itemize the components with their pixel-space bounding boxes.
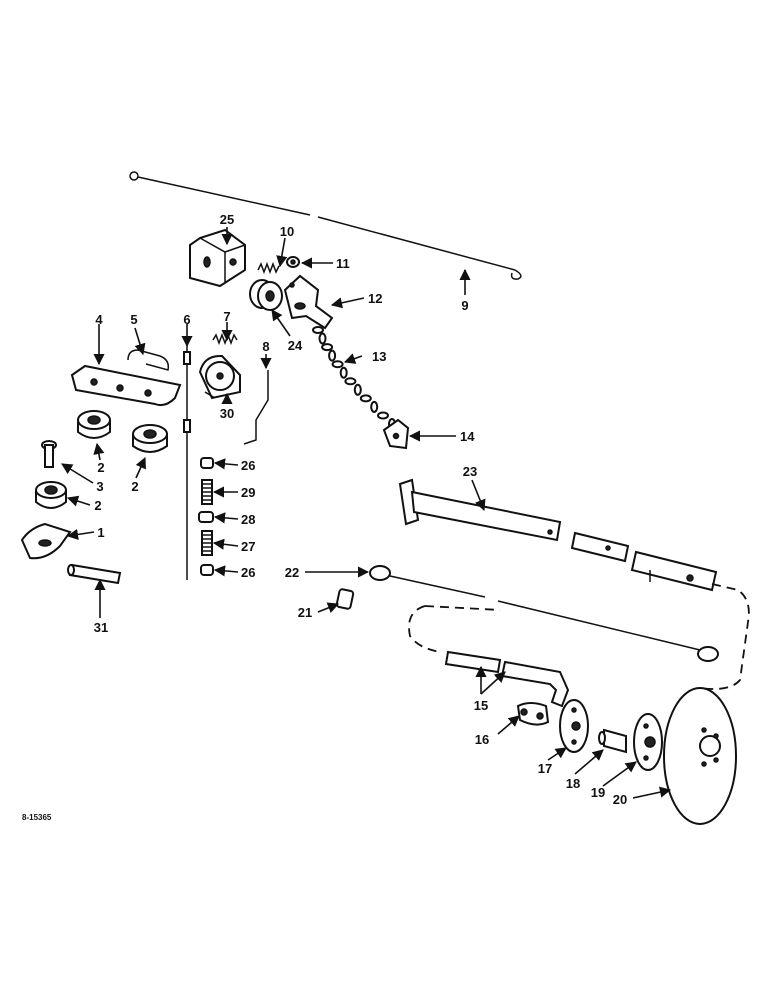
callout-22: 22 (285, 565, 299, 580)
chain-link (359, 394, 372, 403)
tube-assembly-part-23 (398, 478, 718, 592)
mounting-plate-part-4 (70, 364, 182, 407)
u-bolt-part-5 (127, 349, 170, 371)
collar-part-26-bottom (200, 564, 214, 576)
rod-part-9 (129, 171, 522, 280)
chain-link (377, 411, 389, 420)
spring-part-27 (201, 530, 213, 556)
collar-part-26-top (200, 457, 214, 469)
flange-part-19 (633, 713, 663, 771)
chain-link (321, 343, 334, 352)
tube-part-31 (67, 563, 122, 585)
disc-part-20 (663, 687, 737, 825)
hub-part-18 (598, 728, 627, 754)
sleeve-part-21 (335, 588, 355, 610)
chain-part-13 (312, 326, 396, 430)
callout-11: 11 (336, 256, 350, 271)
chain-link (318, 332, 327, 345)
bracket-part-25 (189, 228, 246, 288)
pin-part-3 (41, 440, 57, 468)
callout-30: 30 (220, 406, 234, 421)
chain-link (339, 366, 348, 379)
rubber-mount-part-2b (132, 424, 168, 453)
callout-17: 17 (538, 761, 552, 776)
spring-part-7 (212, 332, 238, 346)
leader-lines (61, 227, 672, 799)
flange-part-17 (559, 699, 589, 753)
chain-link (344, 377, 357, 386)
callout-20: 20 (613, 792, 627, 807)
yoke-part-16 (516, 702, 550, 726)
callout-5: 5 (130, 312, 137, 327)
callout-6: 6 (183, 312, 190, 327)
callout-3: 3 (96, 479, 103, 494)
chain-link (370, 400, 379, 413)
callout-27: 27 (241, 539, 255, 554)
assembly-dashed-outline (408, 583, 750, 690)
callout-26-a: 26 (241, 458, 255, 473)
callout-28: 28 (241, 512, 255, 527)
pulley-part-24 (249, 279, 283, 311)
callout-18: 18 (566, 776, 580, 791)
rubber-mount-part-2 (77, 410, 111, 439)
callout-2-c: 2 (94, 498, 101, 513)
callout-21: 21 (298, 605, 312, 620)
pulley-bracket-part-30 (198, 354, 241, 400)
callout-9: 9 (461, 298, 468, 313)
spring-part-10 (257, 261, 280, 275)
drawing-number: 8-15365 (22, 813, 52, 822)
rubber-mount-part-2c (35, 481, 67, 509)
callout-19: 19 (591, 785, 605, 800)
callout-15: 15 (474, 698, 488, 713)
callout-1: 1 (97, 525, 104, 540)
clip-part-1 (20, 522, 72, 560)
callout-25: 25 (220, 212, 234, 227)
callout-16: 16 (475, 732, 489, 747)
callout-26-b: 26 (241, 565, 255, 580)
tie-rod-part-22 (369, 565, 719, 662)
clevis-part-14 (382, 418, 410, 450)
washer-part-11 (286, 256, 300, 268)
collar-part-28 (198, 511, 214, 523)
callout-10: 10 (280, 224, 294, 239)
callout-8: 8 (262, 339, 269, 354)
callout-4: 4 (95, 312, 103, 327)
callout-7: 7 (223, 309, 230, 324)
chain-link (331, 360, 344, 369)
chain-link (328, 349, 337, 362)
callout-23: 23 (463, 464, 477, 479)
callout-14: 14 (460, 429, 475, 444)
callout-labels: 25 10 11 9 12 24 13 14 4 5 6 7 8 30 2 2 … (22, 212, 627, 822)
callout-31: 31 (94, 620, 108, 635)
callout-24: 24 (288, 338, 303, 353)
lever-plate-part-12 (283, 274, 334, 330)
chain-link (353, 383, 362, 396)
rod-part-6 (183, 345, 191, 580)
callout-13: 13 (372, 349, 386, 364)
chain-link (312, 326, 324, 334)
callout-29: 29 (241, 485, 255, 500)
crank-shaft-part-15 (444, 650, 570, 708)
callout-2-b: 2 (131, 479, 138, 494)
callout-2-a: 2 (97, 460, 104, 475)
callout-12: 12 (368, 291, 382, 306)
spring-part-29 (201, 479, 213, 505)
bent-rod-part-8 (243, 370, 269, 445)
